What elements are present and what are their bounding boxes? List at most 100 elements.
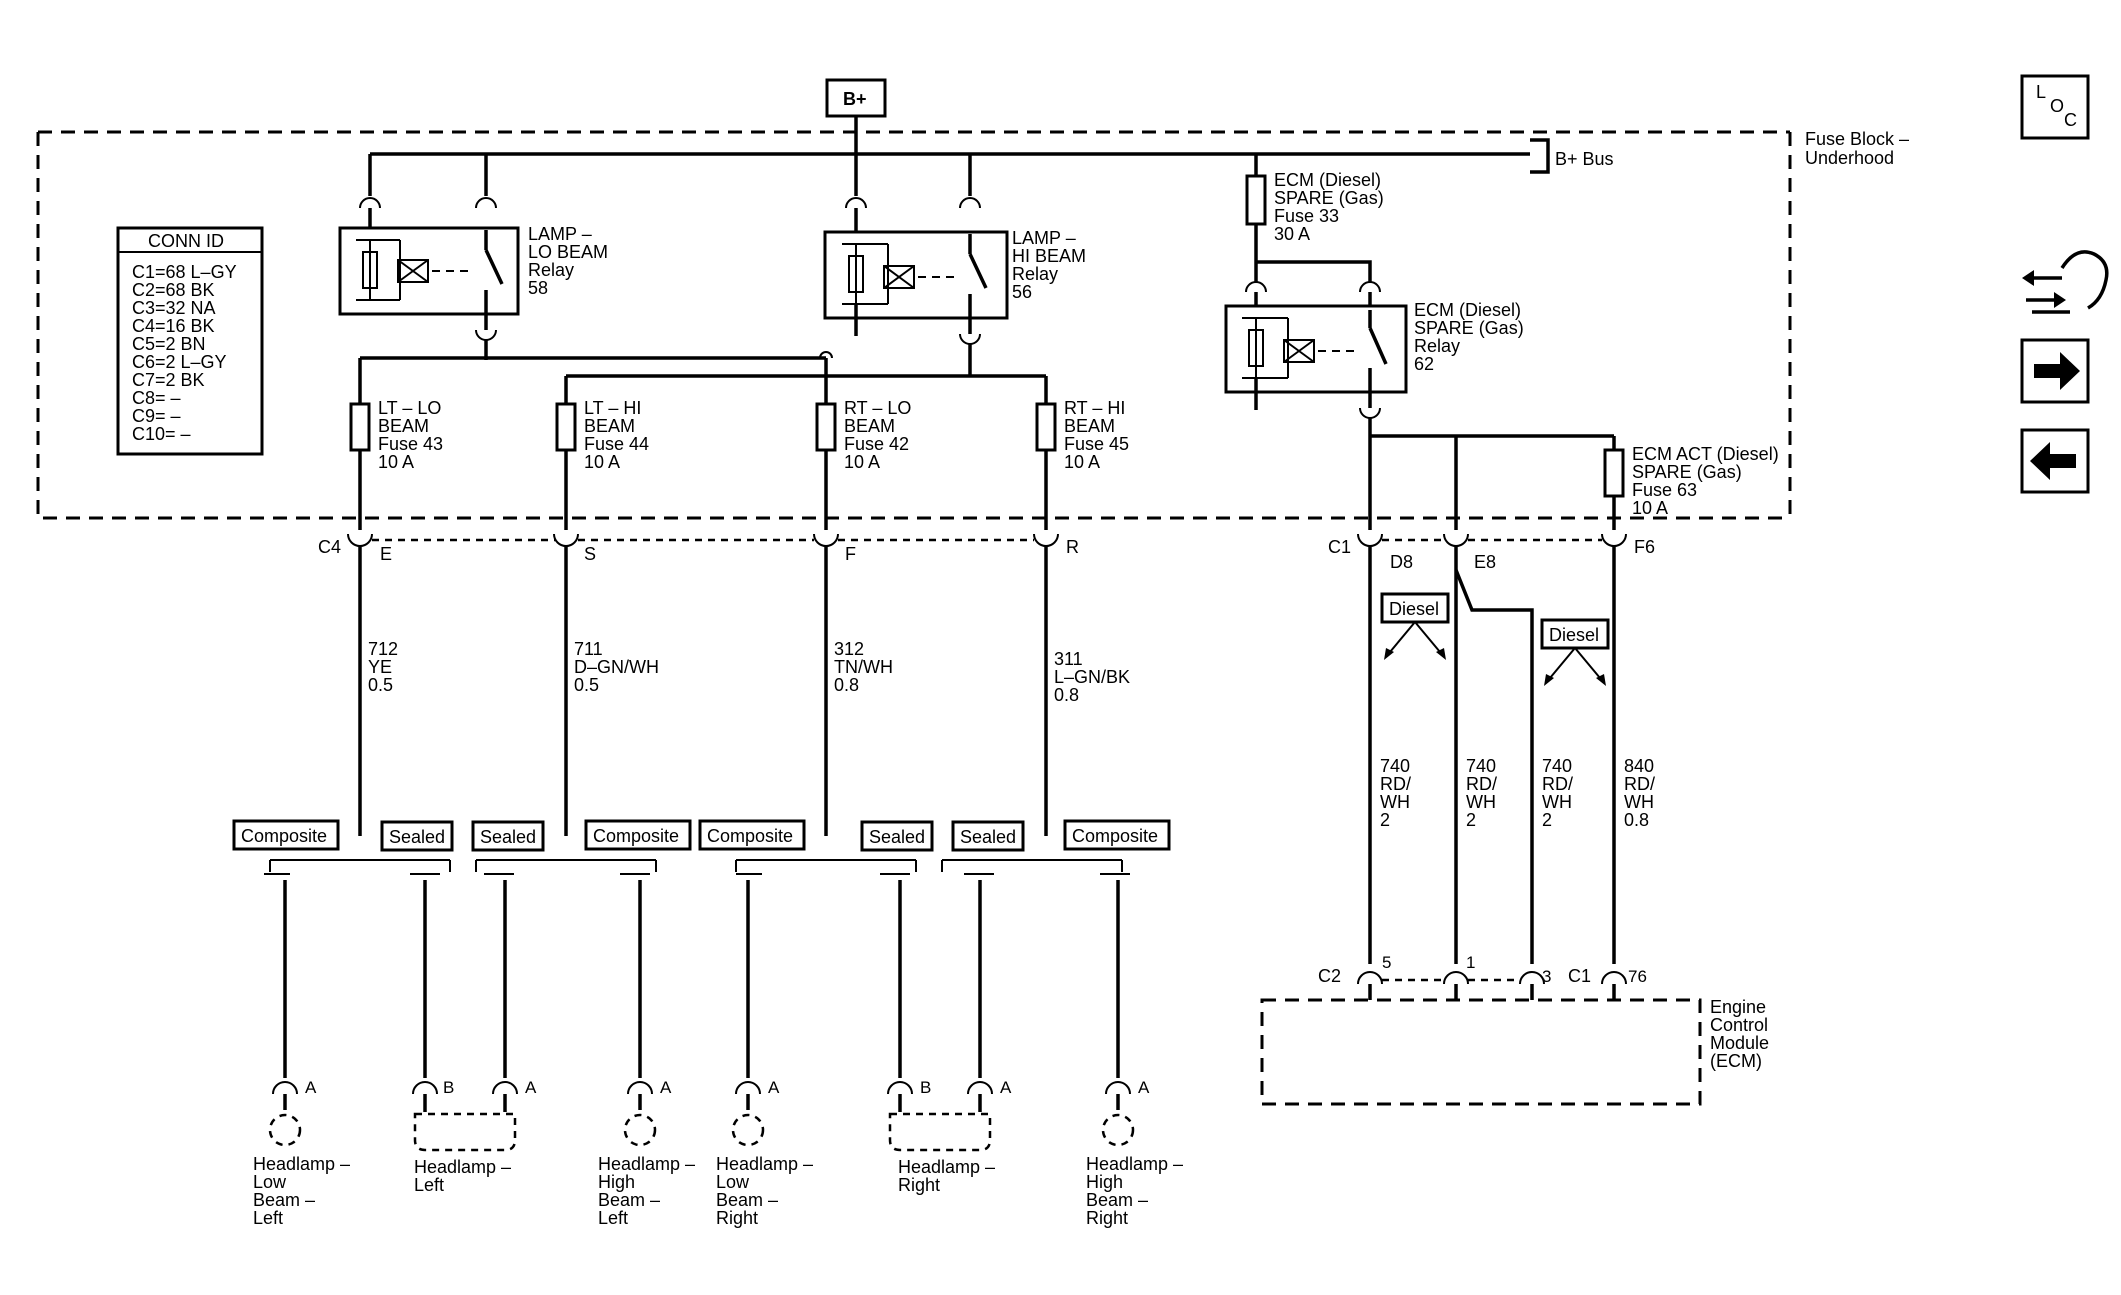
headlamp-lo-left: A Headlamp – Low Beam – Left bbox=[253, 1078, 350, 1228]
ecm-c2-pin: 3 bbox=[1542, 967, 1551, 986]
lamp-label: Beam – bbox=[253, 1190, 315, 1210]
conn-id-row: C6=2 L–GY bbox=[132, 352, 227, 372]
previous-arrow-button[interactable] bbox=[2020, 428, 2090, 494]
lamp-label: Beam – bbox=[598, 1190, 660, 1210]
next-arrow-button[interactable] bbox=[2020, 338, 2090, 404]
conn-id-row: C7=2 BK bbox=[132, 370, 205, 390]
wire-840-label: 0.8 bbox=[1624, 810, 1649, 830]
lo-relay-label: 58 bbox=[528, 278, 548, 298]
fuse-63-label: Fuse 63 bbox=[1632, 480, 1697, 500]
option-sealed: Sealed bbox=[869, 827, 925, 847]
loc-button[interactable]: L O C bbox=[2020, 74, 2090, 140]
bplus-label: B+ bbox=[843, 89, 867, 109]
fuse-45-label: 10 A bbox=[1064, 452, 1100, 472]
conn-id-row: C9= – bbox=[132, 406, 181, 426]
ecm-relay-label: Relay bbox=[1414, 336, 1460, 356]
wire-711-label: D–GN/WH bbox=[574, 657, 659, 677]
battery-positive-source: B+ bbox=[825, 78, 887, 154]
wire-840-label: 840 bbox=[1624, 756, 1654, 776]
wire-740-c-label: 2 bbox=[1542, 810, 1552, 830]
c1-label: C1 bbox=[1328, 537, 1351, 557]
lamp-label: Left bbox=[253, 1208, 283, 1228]
loc-letter: L bbox=[2036, 82, 2046, 102]
option-sealed: Sealed bbox=[960, 827, 1016, 847]
ecm-connectors: C2 5 1 3 C1 76 bbox=[1318, 953, 1647, 1000]
c1-pin-f6: F6 bbox=[1634, 537, 1655, 557]
connector-c4: C4 E S F R bbox=[318, 533, 1079, 564]
lo-relay-label: LO BEAM bbox=[528, 242, 608, 262]
wire-840-label: RD/ bbox=[1624, 774, 1655, 794]
wire-312-label: 0.8 bbox=[834, 675, 859, 695]
connector-c1: C1 D8 E8 F6 bbox=[1328, 533, 1655, 572]
conn-id-row: C10= – bbox=[132, 424, 191, 444]
connector-diagram-icon[interactable] bbox=[2022, 250, 2109, 314]
hi-relay-label: HI BEAM bbox=[1012, 246, 1086, 266]
diesel-option-right: Diesel bbox=[1540, 618, 1610, 686]
option-sealed: Sealed bbox=[480, 827, 536, 847]
wire-740-b-label: RD/ bbox=[1466, 774, 1497, 794]
lamp-label: Left bbox=[598, 1208, 628, 1228]
wire-740-b-label: WH bbox=[1466, 792, 1496, 812]
loc-letter: O bbox=[2050, 96, 2064, 116]
wire-712-label: 712 bbox=[368, 639, 398, 659]
ecm-relay: ECM (Diesel) SPARE (Gas) Relay 62 bbox=[1224, 262, 1524, 436]
hi-relay-label: Relay bbox=[1012, 264, 1058, 284]
fuse-33-label: Fuse 33 bbox=[1274, 206, 1339, 226]
bplus-bus-label: B+ Bus bbox=[1555, 149, 1614, 169]
conn-id-row: C4=16 BK bbox=[132, 316, 215, 336]
fuse-45: RT – HI BEAM Fuse 45 10 A bbox=[1035, 398, 1129, 530]
ecm-c2-pin: 1 bbox=[1466, 953, 1475, 972]
wire-740-a-label: 2 bbox=[1380, 810, 1390, 830]
option-composite: Composite bbox=[241, 826, 327, 846]
wire-311-label: L–GN/BK bbox=[1054, 667, 1130, 687]
conn-id-title: CONN ID bbox=[148, 231, 224, 251]
ecm-relay-label: 62 bbox=[1414, 354, 1434, 374]
pin-b: B bbox=[443, 1078, 454, 1097]
fuse-42-label: RT – LO bbox=[844, 398, 911, 418]
fuse-63-label: SPARE (Gas) bbox=[1632, 462, 1742, 482]
ecm-wire-labels: 740 RD/ WH 2 740 RD/ WH 2 740 RD/ WH 2 8… bbox=[1380, 756, 1655, 830]
loc-letter: C bbox=[2064, 110, 2077, 130]
fuse-block-label-1: Fuse Block – bbox=[1805, 129, 1909, 149]
ecm-label: Control bbox=[1710, 1015, 1768, 1035]
fuse-44: LT – HI BEAM Fuse 44 10 A bbox=[555, 398, 649, 530]
wire-311-label: 0.8 bbox=[1054, 685, 1079, 705]
option-splits bbox=[264, 859, 1130, 1078]
lo-beam-bus bbox=[358, 356, 828, 406]
lamp-label: Headlamp – bbox=[898, 1157, 995, 1177]
c1-pin-d8: D8 bbox=[1390, 552, 1413, 572]
lo-beam-relay: LAMP – LO BEAM Relay 58 bbox=[338, 154, 608, 360]
fuse-45-label: Fuse 45 bbox=[1064, 434, 1129, 454]
engine-control-module: Engine Control Module (ECM) bbox=[1260, 997, 1769, 1106]
fuse-63-label: 10 A bbox=[1632, 498, 1668, 518]
wire-312-label: TN/WH bbox=[834, 657, 893, 677]
lamp-label: Right bbox=[898, 1175, 940, 1195]
ecm-c1-label: C1 bbox=[1568, 966, 1591, 986]
fuse-42: RT – LO BEAM Fuse 42 10 A bbox=[815, 398, 911, 530]
hi-relay-label: LAMP – bbox=[1012, 228, 1076, 248]
fuse-33-label: SPARE (Gas) bbox=[1274, 188, 1384, 208]
wire-840-label: WH bbox=[1624, 792, 1654, 812]
lamp-label: Headlamp – bbox=[716, 1154, 813, 1174]
wire-311-label: 311 bbox=[1054, 649, 1083, 669]
lamp-label: Beam – bbox=[1086, 1190, 1148, 1210]
diesel-option-left: Diesel bbox=[1380, 592, 1450, 660]
lamp-label: Low bbox=[716, 1172, 750, 1192]
hi-relay-label: 56 bbox=[1012, 282, 1032, 302]
c4-pin-f: F bbox=[845, 544, 856, 564]
pin-a: A bbox=[305, 1078, 317, 1097]
wire-740-a-label: RD/ bbox=[1380, 774, 1411, 794]
fuse-42-label: 10 A bbox=[844, 452, 880, 472]
wire-740-b-label: 740 bbox=[1466, 756, 1496, 776]
diesel-label: Diesel bbox=[1549, 625, 1599, 645]
fuse-block-label-2: Underhood bbox=[1805, 148, 1894, 168]
lo-relay-label: Relay bbox=[528, 260, 574, 280]
fuse-45-label: RT – HI bbox=[1064, 398, 1125, 418]
fuse-33: ECM (Diesel) SPARE (Gas) Fuse 33 30 A bbox=[1245, 154, 1384, 282]
pin-a: A bbox=[768, 1078, 780, 1097]
conn-id-row: C2=68 BK bbox=[132, 280, 215, 300]
wire-712-label: 0.5 bbox=[368, 675, 393, 695]
option-composite: Composite bbox=[593, 826, 679, 846]
c4-pin-s: S bbox=[584, 544, 596, 564]
fuse-33-label: ECM (Diesel) bbox=[1274, 170, 1381, 190]
